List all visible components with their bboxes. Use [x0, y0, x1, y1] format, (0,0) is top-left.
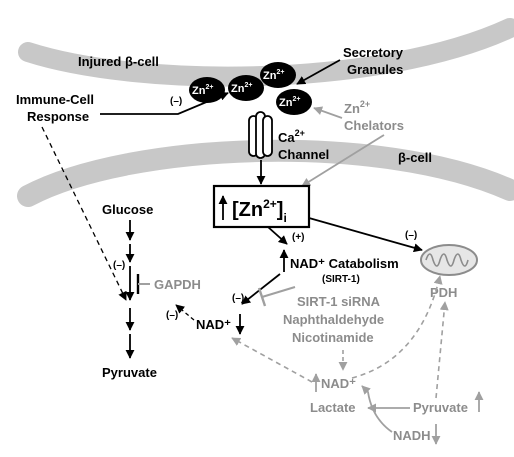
intracellular-zinc-label: [Zn2+]i — [232, 197, 287, 225]
pyruvate-left-label: Pyruvate — [102, 365, 157, 380]
sirt-inhibition-bar — [261, 286, 296, 298]
chelator-to-granule-arrow — [313, 106, 343, 119]
nad-to-gapdh-dashed-arrow — [175, 304, 195, 321]
secretory-arrow — [296, 59, 341, 85]
catabolism-plus-label: (+) — [292, 232, 305, 243]
sirt-inhibition-cap — [257, 287, 267, 307]
nad-bottom-to-nad-left-dashed-arrow — [231, 337, 313, 383]
zinc-granule: Zn2+ — [228, 75, 264, 101]
chelator-to-zn-box-arrow — [301, 134, 385, 187]
mitochondrion-icon — [420, 244, 478, 276]
immune-arrow — [100, 91, 229, 115]
beta-cell-label: β-cell — [398, 150, 432, 165]
nad-left-minus-label: (–) — [166, 310, 178, 321]
zn-to-mitochondria-arrow — [308, 217, 423, 253]
nadh-label: NADH — [393, 428, 431, 443]
svg-text:Zn2+: Zn2+ — [279, 96, 300, 109]
ca-channel-label-2: Channel — [278, 147, 329, 162]
nadh-to-nad-arrow — [361, 385, 393, 433]
zinc-granule: Zn2+ — [189, 77, 225, 103]
zinc-granule: Zn2+ — [260, 62, 296, 88]
svg-text:Zn2+: Zn2+ — [192, 84, 213, 97]
glycolysis-minus-label: (–) — [113, 260, 125, 271]
nad-bottom-label: NAD⁺ — [321, 376, 356, 391]
zn-chelators-label-1: Zn2+ — [344, 99, 370, 116]
injured-cell-label: Injured β-cell — [78, 54, 159, 69]
zn-chelators-label-2: Chelators — [344, 118, 404, 133]
zinc-granule: Zn2+ — [276, 89, 312, 115]
secretory-label-1: Secretory — [343, 45, 404, 60]
pyruvate-right-label: Pyruvate — [413, 400, 468, 415]
pyruvate-to-pdh-dashed-arrow — [435, 301, 449, 399]
naphthaldehyde-label: Naphthaldehyde — [283, 312, 384, 327]
nad-catabolism-label: NAD⁺ Catabolism — [290, 256, 399, 271]
svg-text:Zn2+: Zn2+ — [231, 82, 252, 95]
nicotinamide-label: Nicotinamide — [292, 330, 374, 345]
mito-minus-label: (–) — [405, 230, 417, 241]
gapdh-label: GAPDH — [154, 277, 201, 292]
ca-channel-icon — [248, 111, 273, 159]
catabolism-to-nad-arrow — [241, 273, 281, 305]
nad-minus-label: (–) — [232, 293, 244, 304]
immune-label-1: Immune-Cell — [16, 92, 94, 107]
secretory-label-2: Granules — [347, 62, 403, 77]
intracellular-zinc-box — [212, 184, 311, 229]
immune-minus-label: (–) — [170, 96, 182, 107]
nad-bottom-to-mito-dashed-arrow — [351, 275, 443, 379]
svg-text:Zn2+: Zn2+ — [263, 69, 284, 82]
immune-label-2: Response — [27, 109, 89, 124]
sirt-sirna-label: SIRT-1 siRNA — [297, 294, 381, 309]
glucose-label: Glucose — [102, 202, 153, 217]
sirt1-label: (SIRT-1) — [322, 274, 360, 285]
nad-left-label: NAD⁺ — [196, 317, 231, 332]
ca-channel-label-1: Ca2+ — [278, 128, 305, 145]
lactate-label: Lactate — [310, 400, 356, 415]
zn-to-catabolism-arrow — [267, 226, 288, 245]
